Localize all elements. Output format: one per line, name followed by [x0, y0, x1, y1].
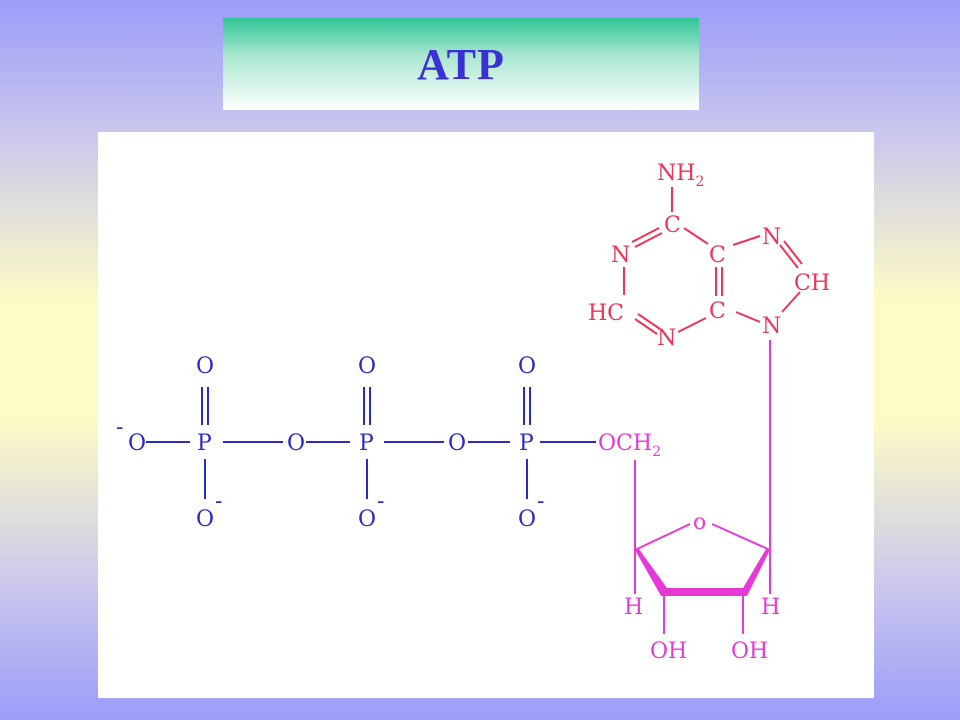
minus-sign-p2: -	[377, 489, 384, 514]
oxygen-p2-bottom: O	[358, 507, 376, 532]
adenine-bonds	[623, 187, 803, 335]
ribose-front-wedge	[635, 549, 770, 596]
oxygen-p1-bottom: O	[196, 507, 214, 532]
minus-sign-p1: -	[215, 489, 222, 514]
nitrogen-n1: N	[611, 243, 630, 268]
carbon-c5: C	[709, 243, 726, 268]
carbon-c4: C	[709, 299, 726, 324]
nh2-subscript: 2	[695, 174, 704, 190]
nh-text: NH	[657, 161, 695, 186]
och2-subscript: 2	[652, 444, 661, 460]
ribose-bonds	[634, 340, 771, 634]
minus-sign-left: -	[116, 415, 123, 440]
atp-structure-diagram: - O O P O - O O P O - O O P O - OCH2	[98, 132, 874, 698]
oxygen-p3-bottom: O	[518, 507, 536, 532]
minus-sign-p3: -	[537, 489, 544, 514]
atp-structure-svg: - O O P O - O O P O - O O P O - OCH2	[116, 161, 830, 664]
hc-c2: HC	[588, 301, 624, 326]
oxygen-p2-top: O	[358, 354, 376, 379]
oxygen-bridge-2: O	[448, 431, 466, 456]
oxygen-p3-top: O	[518, 354, 536, 379]
phosphorus-1: P	[197, 431, 212, 456]
och-text: OCH	[598, 431, 652, 456]
carbon-c6: C	[664, 213, 681, 238]
ribose-ring-oxygen: o	[693, 510, 706, 535]
hydroxyl-c3: OH	[650, 639, 687, 664]
hydroxyl-c2: OH	[731, 639, 768, 664]
hydrogen-c4: H	[624, 595, 643, 620]
och2-group: OCH2	[598, 431, 661, 460]
page-title: ATP	[417, 39, 505, 89]
oxygen-bridge-1: O	[287, 431, 305, 456]
phosphorus-3: P	[519, 431, 534, 456]
nh2-group: NH2	[657, 161, 704, 190]
title-banner: ATP	[223, 18, 699, 110]
nitrogen-n9: N	[762, 314, 781, 339]
ch-c8: CH	[794, 271, 830, 296]
phosphate-chain	[146, 387, 596, 499]
nitrogen-n7: N	[762, 225, 781, 250]
oxygen-p1-top: O	[196, 354, 214, 379]
oxygen-terminal: O	[128, 431, 146, 456]
hydrogen-c1: H	[761, 595, 780, 620]
nitrogen-n3: N	[657, 326, 676, 351]
phosphorus-2: P	[359, 431, 374, 456]
